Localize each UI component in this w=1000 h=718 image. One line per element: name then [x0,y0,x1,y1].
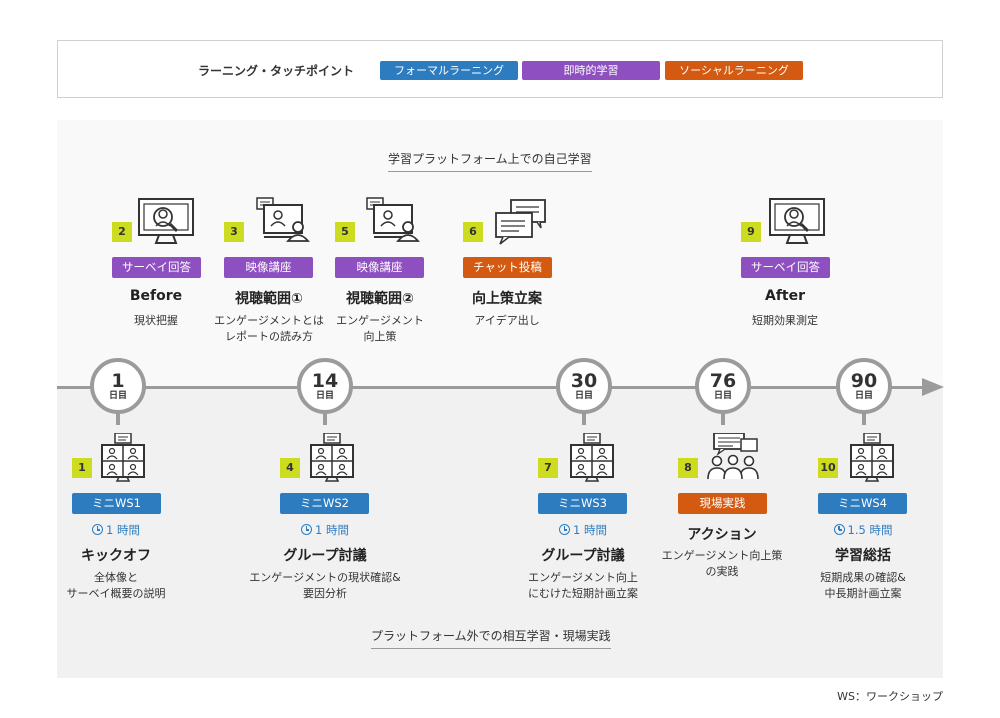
day-unit: 日目 [854,391,873,401]
day-circle: 14 日目 [297,358,353,414]
day-number: 14 [311,370,339,392]
step-number-badge: 6 [463,222,483,242]
video-meeting-icon [310,433,354,482]
item-description: エンゲージメント向上 にむけた短期計画立案 [528,571,638,600]
step-number-badge: 2 [112,222,132,242]
duration-text: 1.5 時間 [847,523,893,537]
day-unit: 日目 [315,391,334,401]
timeline-line [57,386,927,389]
clock-icon [92,524,103,535]
day-circle: 76 日目 [695,358,751,414]
day-stem [116,413,120,425]
day-marker-76: 76 日目 [695,358,751,434]
item-description: エンゲージメントとは レポートの読み方 [214,314,324,343]
step-number-badge: 1 [72,458,92,478]
step-number-badge: 3 [224,222,244,242]
formal-learning-tag: ミニWS4 [818,493,907,514]
instant-learning-tag: 映像講座 [335,257,424,278]
item-title: 視聴範囲① [235,291,303,307]
item-title: キックオフ [81,548,151,564]
instant-learning-tag: サーベイ回答 [741,257,830,278]
step-number-badge: 5 [335,222,355,242]
item-title: グループ討議 [541,548,625,564]
duration-label: 1.5 時間 [813,522,913,538]
duration-text: 1 時間 [573,523,607,537]
item-description: エンゲージメント 向上策 [336,314,424,343]
item-title: Before [129,288,183,304]
formal-learning-tag: ミニWS3 [538,493,627,514]
day-marker-90: 90 日目 [836,358,892,434]
duration-label: 1 時間 [66,522,166,538]
day-number: 1 [111,370,125,392]
item-description: エンゲージメントの現状確認& 要因分析 [249,571,401,600]
item-description: 現状把握 [134,314,178,327]
social-learning-tag: 現場実践 [678,493,767,514]
legend-chip-social: ソーシャルラーニング [665,61,803,80]
duration-label: 1 時間 [533,522,633,538]
item-title: 向上策立案 [472,291,542,307]
day-stem [582,413,586,425]
day-number: 76 [709,370,737,392]
formal-learning-tag: ミニWS2 [280,493,369,514]
video-lecture-icon [256,197,309,242]
item-title: グループ討議 [283,548,367,564]
clock-icon [559,524,570,535]
item-description: 全体像と サーベイ概要の説明 [66,571,166,600]
item-description: アイデア出し [474,314,540,327]
legend-title: ラーニング・タッチポイント [198,64,355,78]
day-stem [862,413,866,425]
day-stem [323,413,327,425]
day-unit: 日目 [713,391,732,401]
duration-label: 1 時間 [275,522,375,538]
item-description: 短期効果測定 [752,314,818,327]
day-circle: 30 日目 [556,358,612,414]
step-number-badge: 4 [280,458,300,478]
step-number-badge: 10 [818,458,838,478]
day-number: 30 [570,370,598,392]
video-meeting-icon [850,433,894,482]
step-number-badge: 9 [741,222,761,242]
team-discussion-icon [707,433,759,480]
item-title: After [764,288,806,304]
day-marker-1: 1 日目 [90,358,146,434]
item-title: 学習総括 [835,548,891,564]
clock-icon [833,524,845,535]
day-circle: 1 日目 [90,358,146,414]
upper-section-title: 学習プラットフォーム上での自己学習 [388,150,592,172]
day-unit: 日目 [574,391,593,401]
instant-learning-tag: サーベイ回答 [112,257,201,278]
survey-monitor-icon [768,197,826,245]
lower-section-title: プラットフォーム外での相互学習・現場実践 [371,627,611,649]
legend-chip-formal: フォーマルラーニング [380,61,518,80]
day-unit: 日目 [108,391,127,401]
chat-bubbles-icon [495,199,546,245]
clock-icon [301,524,312,535]
item-title: アクション [687,527,757,543]
step-number-badge: 7 [538,458,558,478]
day-stem [721,413,725,425]
social-learning-tag: チャット投稿 [463,257,552,278]
step-number-badge: 8 [678,458,698,478]
item-description: 短期成果の確認& 中長期計画立案 [820,571,906,600]
survey-monitor-icon [137,197,195,245]
day-number: 90 [850,370,878,392]
item-description: エンゲージメント向上策 の実践 [661,549,783,578]
day-circle: 90 日目 [836,358,892,414]
day-marker-14: 14 日目 [297,358,353,434]
duration-text: 1 時間 [315,523,349,537]
instant-learning-tag: 映像講座 [224,257,313,278]
timeline-arrow-icon [922,378,944,396]
day-marker-30: 30 日目 [556,358,612,434]
upper-panel [57,120,943,388]
legend-box: ラーニング・タッチポイント フォーマルラーニング 即時的学習 ソーシャルラーニン… [57,40,943,98]
video-lecture-icon [366,197,419,242]
item-title: 視聴範囲② [346,291,414,307]
footnote: WS：ワークショップ [837,690,943,703]
video-meeting-icon [101,433,145,482]
formal-learning-tag: ミニWS1 [72,493,161,514]
legend-chip-instant: 即時的学習 [522,61,660,80]
video-meeting-icon [570,433,614,482]
duration-text: 1 時間 [106,523,140,537]
